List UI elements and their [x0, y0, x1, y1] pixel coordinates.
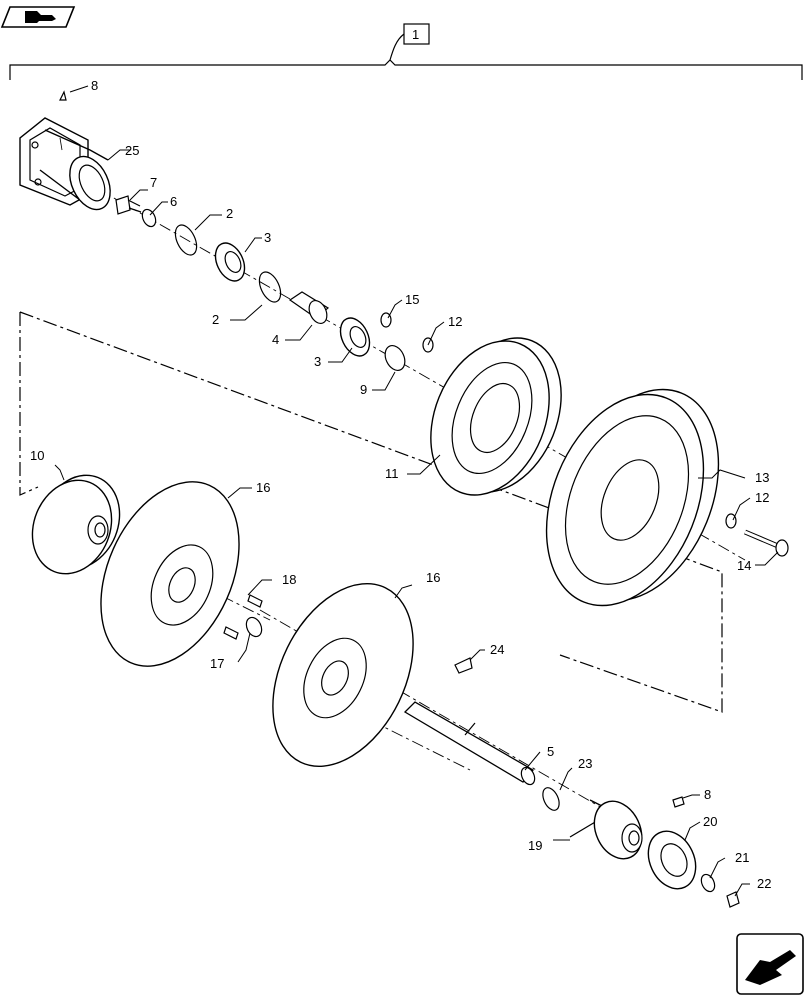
hub-part-10	[31, 474, 121, 575]
grease-fitting-part-8b	[672, 796, 685, 808]
sheave-part-11	[430, 337, 562, 496]
callout-20: 20	[703, 814, 717, 829]
callout-6: 6	[170, 194, 177, 209]
bolt-part-22	[726, 891, 740, 908]
callout-16b: 16	[426, 570, 440, 585]
callout-25: 25	[125, 143, 139, 158]
next-page-arrow-icon[interactable]	[736, 933, 804, 995]
disc-part-16a	[100, 481, 240, 667]
callout-15: 15	[405, 292, 419, 307]
callout-12a: 12	[448, 314, 462, 329]
callout-13: 13	[755, 470, 769, 485]
snap-ring-part-2b	[258, 271, 282, 303]
callout-24: 24	[490, 642, 504, 657]
shaft-part-5	[403, 701, 536, 786]
bolt-part-14	[744, 529, 789, 557]
callout-2a: 2	[226, 206, 233, 221]
callout-17: 17	[210, 656, 224, 671]
callout-3a: 3	[264, 230, 271, 245]
book-arrow-icon[interactable]	[0, 6, 76, 28]
callout-23: 23	[578, 756, 592, 771]
washer-part-6	[141, 208, 157, 228]
callout-10: 10	[30, 448, 44, 463]
subassembly-outline	[19, 311, 723, 713]
ring-part-17	[245, 616, 263, 638]
hub-part-19	[569, 799, 643, 860]
washer-part-21	[700, 873, 716, 893]
callout-12b: 12	[755, 490, 769, 505]
bearing-part-3b	[339, 317, 371, 357]
housing-flange-part	[19, 117, 111, 211]
callout-7: 7	[150, 175, 157, 190]
bolt-part-18	[247, 594, 263, 608]
callout-2b: 2	[212, 312, 219, 327]
sheave-part-13	[545, 388, 720, 607]
callout-16a: 16	[256, 480, 270, 495]
callout-8a: 8	[91, 78, 98, 93]
bearing-part-3a	[214, 242, 246, 282]
callout-19: 19	[528, 838, 542, 853]
key-part-24	[454, 657, 473, 674]
callout-labels: 1 8 25 7 6 2 3 2 4 3 9 15 12 11 13 12 14…	[30, 27, 771, 891]
flange-part-20	[647, 830, 697, 890]
callout-21: 21	[735, 850, 749, 865]
callout-22: 22	[757, 876, 771, 891]
bolt-part-17	[223, 626, 239, 640]
callout-1: 1	[412, 27, 419, 42]
callout-5: 5	[547, 744, 554, 759]
bolt-part-7	[115, 195, 142, 215]
sleeve-part-4	[288, 291, 330, 324]
callout-18: 18	[282, 572, 296, 587]
leader-lines	[54, 85, 779, 897]
snap-ring-part-2a	[174, 224, 198, 256]
callout-14: 14	[737, 558, 751, 573]
callout-9: 9	[360, 382, 367, 397]
callout-8b: 8	[704, 787, 711, 802]
spacer-part-9	[384, 345, 406, 371]
callout-11: 11	[385, 466, 399, 481]
ring-part-23	[542, 787, 560, 811]
callout-3b: 3	[314, 354, 321, 369]
callout-4: 4	[272, 332, 279, 347]
washer-part-12b	[725, 513, 737, 529]
assembly-callout	[9, 23, 803, 80]
disc-part-16b	[272, 582, 414, 768]
